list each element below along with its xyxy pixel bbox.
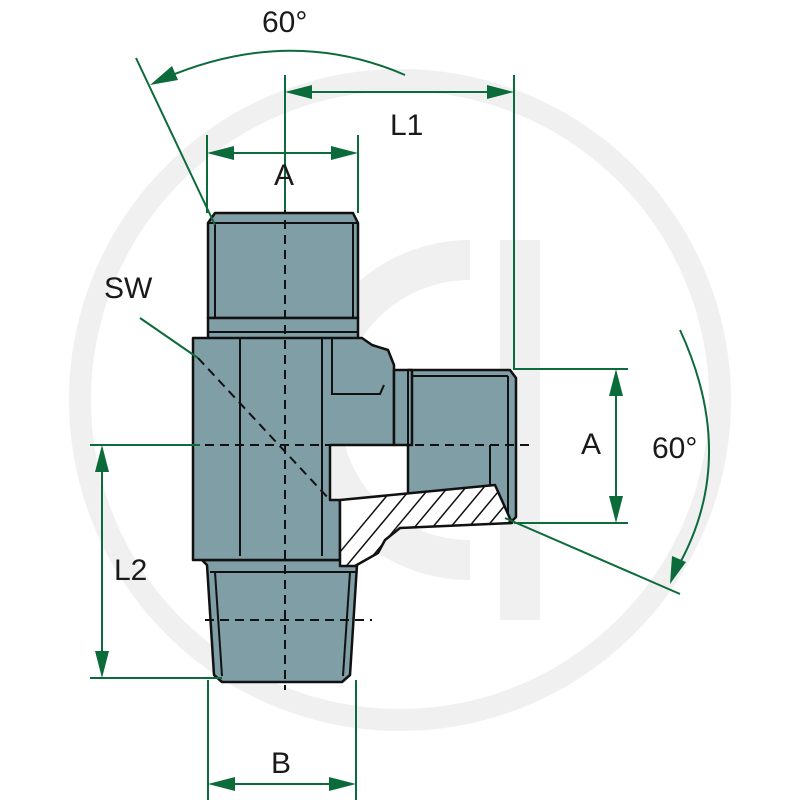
label-angle-right: 60° (652, 432, 697, 465)
top-neck (206, 316, 360, 342)
watermark-logo (69, 69, 731, 731)
label-angle-top: 60° (262, 6, 307, 39)
top-thread (206, 211, 360, 320)
label-SW: SW (104, 272, 153, 305)
fitting-body (190, 190, 532, 690)
label-A-right: A (581, 428, 601, 461)
dimensions (90, 49, 711, 800)
label-B: B (271, 747, 291, 780)
label-L1: L1 (390, 109, 423, 142)
label-A-top: A (274, 159, 294, 192)
label-L2: L2 (114, 554, 147, 587)
